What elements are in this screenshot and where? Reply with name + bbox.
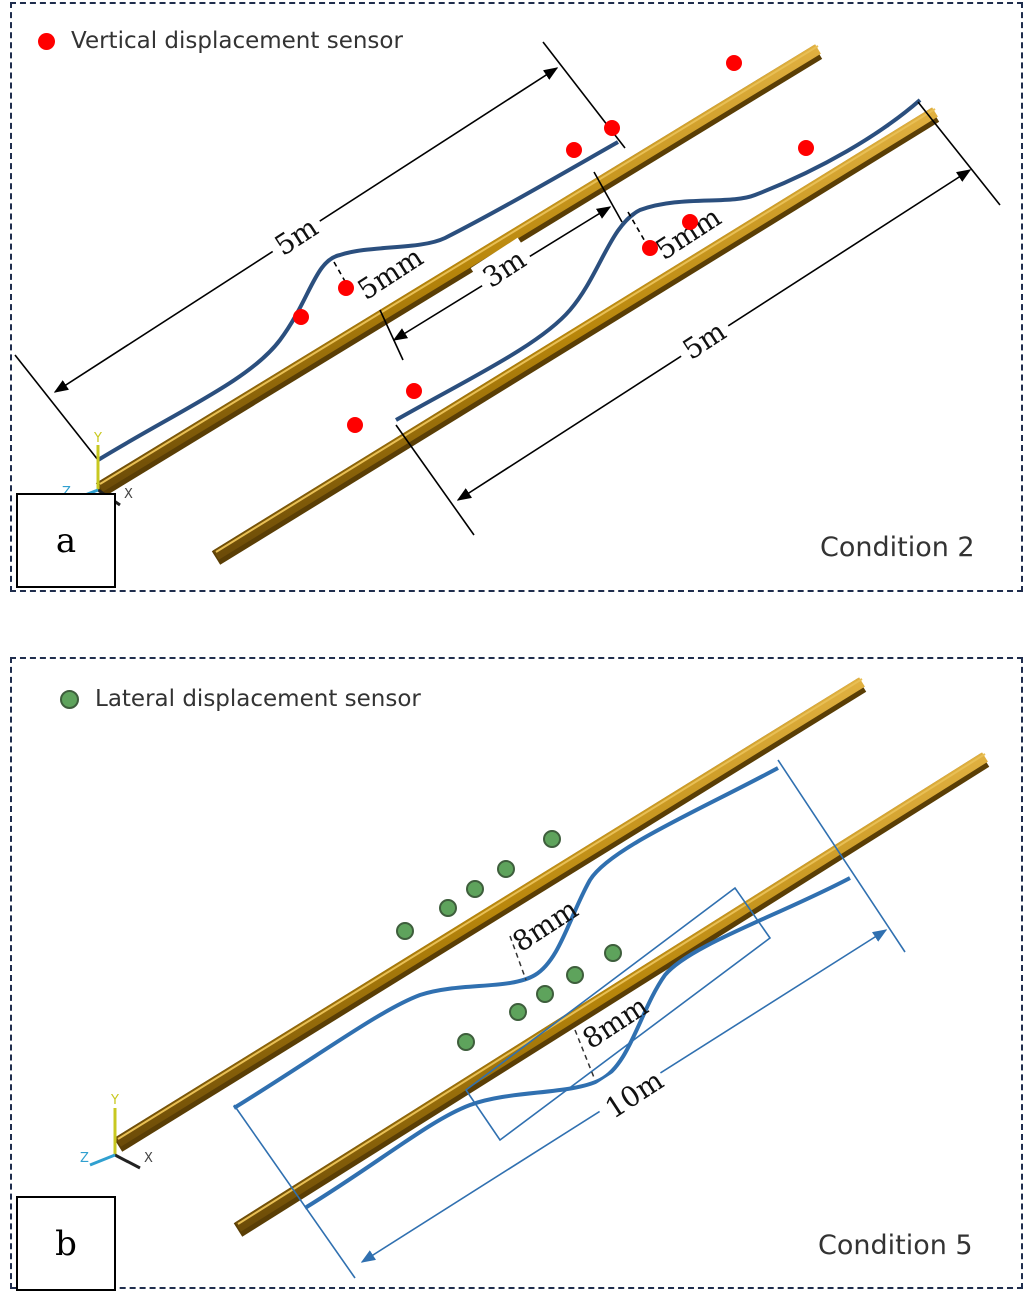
panel-a-label: a [55, 520, 77, 561]
axis-triad-b: Y X Z [80, 1093, 153, 1170]
rail-a2 [211, 107, 940, 565]
panel-a-tag: a [16, 493, 116, 588]
sensor-point [509, 1003, 527, 1021]
sensor-point [293, 309, 309, 325]
sensor-point [396, 922, 414, 940]
axis-z-label: Z [62, 485, 71, 500]
rail-b2 [233, 752, 990, 1237]
panel-b-tag: b [16, 1196, 116, 1291]
rail-b1 [113, 677, 867, 1152]
amp-guides-b [509, 935, 596, 1081]
red-dot-icon [38, 32, 55, 50]
sensor-point [604, 944, 622, 962]
sensor-point [642, 240, 658, 256]
axis-y-label: Y [93, 431, 102, 446]
panel-a [10, 2, 1023, 592]
irregularity-curve-a1 [96, 140, 619, 462]
sensor-point [338, 280, 354, 296]
legend-a-label: Vertical displacement sensor [71, 28, 403, 54]
condition-b: Condition 5 [818, 1230, 973, 1261]
green-dot-icon [60, 689, 79, 709]
vertical-sensors [293, 55, 814, 433]
sensor-point [726, 55, 742, 71]
condition-a: Condition 2 [820, 532, 975, 563]
axis-x-label: X [124, 487, 133, 502]
lateral-sensors [396, 830, 622, 1051]
legend-a: Vertical displacement sensor [38, 28, 403, 54]
axis-x-label: X [144, 1151, 153, 1166]
sensor-point [536, 985, 554, 1003]
panel-b [10, 657, 1023, 1289]
legend-b-label: Lateral displacement sensor [95, 686, 421, 712]
axis-y-label: Y [110, 1093, 119, 1108]
irregularity-curve-b2 [303, 876, 851, 1210]
legend-b: Lateral displacement sensor [60, 686, 421, 712]
sensor-point [497, 860, 515, 878]
sensor-point [566, 142, 582, 158]
sensor-point [543, 830, 561, 848]
sensor-point [439, 899, 457, 917]
sensor-point [457, 1033, 475, 1051]
sensor-point [682, 214, 698, 230]
rail-a1 [95, 44, 823, 497]
sensor-point [604, 120, 620, 136]
sensor-point [406, 383, 422, 399]
sensor-point [566, 966, 584, 984]
axis-z-label: Z [80, 1151, 89, 1166]
sensor-point [347, 417, 363, 433]
sensor-point [798, 140, 814, 156]
panel-b-label: b [55, 1223, 77, 1264]
sensor-point [466, 880, 484, 898]
